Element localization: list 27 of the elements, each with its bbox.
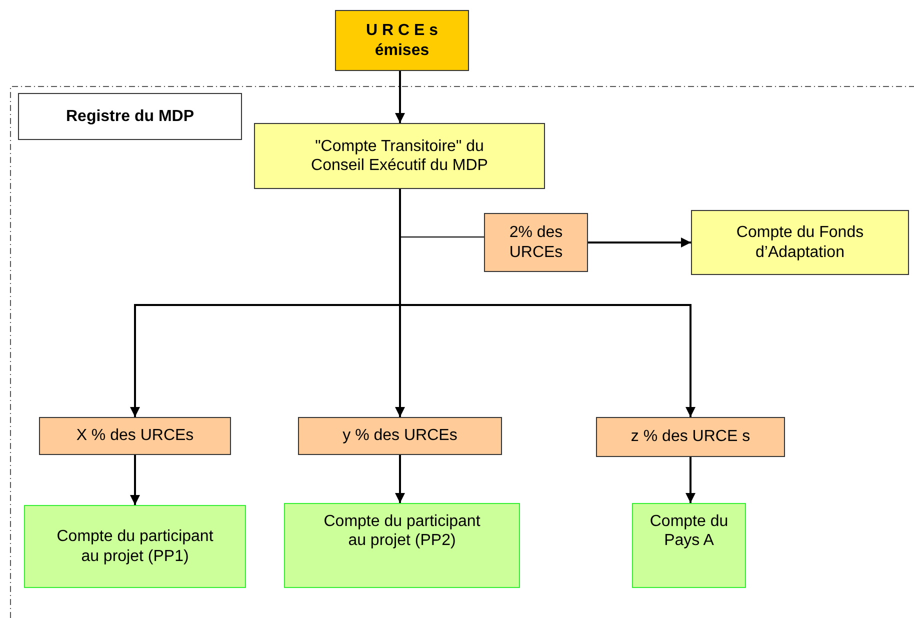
registry-region: [10, 86, 914, 618]
account-box: [691, 210, 909, 275]
share-box: [39, 417, 231, 455]
share-box: [298, 417, 502, 455]
share-box: [484, 213, 588, 272]
account-box: [284, 503, 520, 588]
node-label: 2% des URCEs: [508, 223, 564, 262]
node-label: X % des URCEs: [76, 426, 194, 446]
heading-box: Registre du MDP: [18, 93, 242, 140]
node-label: Compte du participant au projet (PP2): [322, 512, 482, 550]
share-box: [596, 417, 785, 457]
account-box: [632, 503, 746, 588]
node-label: z % des URCE s: [630, 427, 750, 447]
node-label: Compte du Fonds d’Adaptation: [735, 223, 865, 262]
node-label: Compte du participant au projet (PP1): [56, 527, 214, 566]
issued-units-box: [335, 10, 469, 71]
arrow: [395, 71, 405, 123]
account-box: [24, 505, 246, 588]
node-label: Compte du Pays A: [649, 512, 729, 550]
node-label: y % des URCEs: [342, 426, 458, 446]
arrow: [588, 238, 691, 248]
node-label: "Compte Transitoire" du Conseil Exécutif du MDP: [310, 136, 489, 176]
arrow: [130, 455, 140, 505]
arrow: [686, 457, 696, 503]
arrow: [395, 455, 405, 503]
node-label: U R C E s émises: [364, 21, 439, 60]
account-box: [254, 123, 545, 189]
